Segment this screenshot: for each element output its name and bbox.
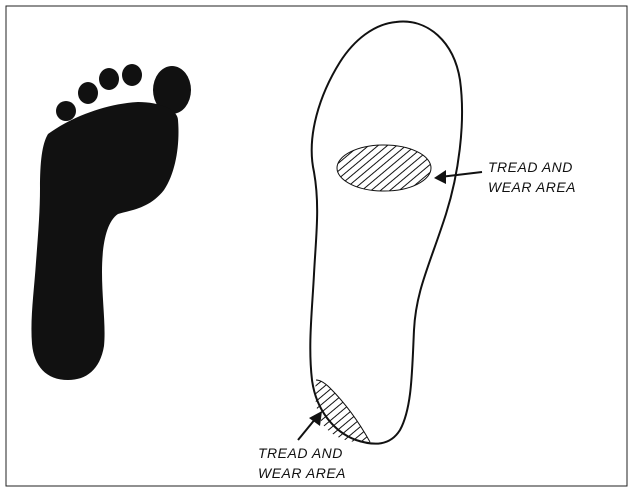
lower-arrow-shaft xyxy=(298,418,316,440)
toe-5 xyxy=(56,101,76,121)
sole-outline xyxy=(310,22,462,444)
foot-sole xyxy=(31,102,178,380)
shoe-sole-icon xyxy=(300,22,462,450)
toe-3 xyxy=(99,68,119,90)
ball-wear-area xyxy=(337,145,431,191)
footprint-icon xyxy=(31,64,191,380)
lower-callout-line1: TREAD AND xyxy=(258,445,343,461)
upper-callout-line2: WEAR AREA xyxy=(488,179,576,195)
lower-callout-line2: WEAR AREA xyxy=(258,465,346,481)
upper-callout-line1: TREAD AND xyxy=(488,159,573,175)
toe-4 xyxy=(78,82,98,104)
toe-2 xyxy=(122,64,142,86)
